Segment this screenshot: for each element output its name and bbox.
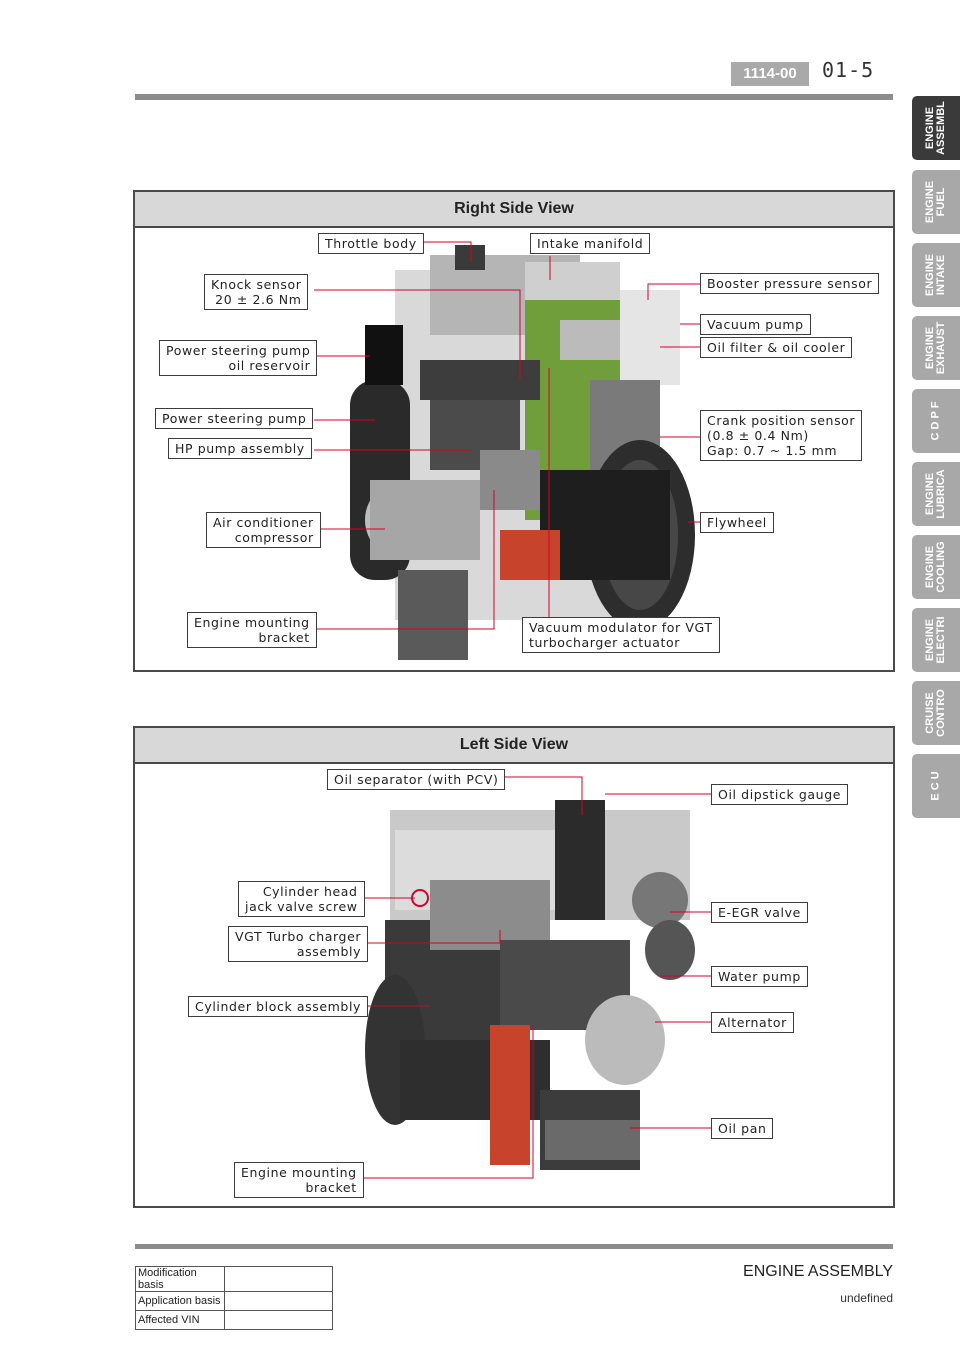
label-oil-dipstick-gauge: Oil dipstick gauge	[711, 784, 849, 805]
label-e-egr-valve: E-EGR valve	[711, 902, 808, 923]
label-booster-pressure-sensor: Booster pressure sensor	[700, 273, 880, 294]
left-view-leader-lines	[356, 776, 711, 1179]
label-power-steering-pump: Power steering pump	[155, 408, 314, 429]
panel-title: Left Side View	[135, 728, 893, 764]
footer-section-title: ENGINE ASSEMBLY	[743, 1263, 893, 1280]
table-row: Application basis	[135, 1291, 333, 1311]
label-vgt-turbo-charger: VGT Turbo charger assembly	[228, 926, 369, 962]
table-row: Modification basis	[135, 1266, 333, 1292]
label-intake-manifold: Intake manifold	[530, 233, 651, 254]
label-hp-pump-assembly: HP pump assembly	[168, 438, 312, 459]
table-key: Modification basis	[135, 1266, 225, 1292]
side-tab-cruise-control[interactable]: CRUISE CONTRO	[912, 681, 960, 745]
label-throttle-body: Throttle body	[318, 233, 424, 254]
label-knock-sensor: Knock sensor 20 ± 2.6 Nm	[204, 274, 309, 310]
label-oil-separator: Oil separator (with PCV)	[327, 769, 506, 790]
side-tab-engine-fuel[interactable]: ENGINE FUEL	[912, 170, 960, 234]
section-code-badge: 1114-00	[731, 62, 809, 86]
footer-rule	[135, 1244, 893, 1249]
table-value	[224, 1310, 333, 1330]
label-oil-filter-cooler: Oil filter & oil cooler	[700, 337, 853, 358]
side-tab-engine-assembly[interactable]: ENGINE ASSEMBL	[912, 96, 960, 160]
label-engine-mounting-bracket-left: Engine mounting bracket	[234, 1162, 364, 1198]
side-tab-engine-intake[interactable]: ENGINE INTAKE	[912, 243, 960, 307]
table-value	[224, 1291, 333, 1311]
panel-title: Right Side View	[135, 192, 893, 228]
side-tab-engine-electrical[interactable]: ENGINE ELECTRI	[912, 608, 960, 672]
label-cylinder-block-assembly: Cylinder block assembly	[188, 996, 369, 1017]
right-view-leader-lines	[314, 241, 703, 630]
label-engine-mounting-bracket-right: Engine mounting bracket	[187, 612, 317, 648]
engine-photo-left	[365, 800, 695, 1170]
side-tab-engine-lubrication[interactable]: ENGINE LUBRICA	[912, 462, 960, 526]
label-oil-pan: Oil pan	[711, 1118, 774, 1139]
header-rule	[135, 94, 893, 100]
label-water-pump: Water pump	[711, 966, 808, 987]
table-key: Affected VIN	[135, 1310, 225, 1330]
label-air-conditioner-compressor: Air conditioner compressor	[206, 512, 321, 548]
label-flywheel: Flywheel	[700, 512, 774, 533]
engine-photo-right	[350, 245, 695, 660]
table-value	[224, 1266, 333, 1292]
label-crank-position-sensor: Crank position sensor (0.8 ± 0.4 Nm) Gap…	[700, 410, 863, 461]
modification-table: Modification basis Application basis Aff…	[135, 1266, 333, 1330]
jack-valve-marker	[411, 889, 429, 907]
page-number: 01-5	[822, 58, 875, 82]
label-power-steering-reservoir: Power steering pump oil reservoir	[159, 340, 318, 376]
label-vacuum-modulator: Vacuum modulator for VGT turbocharger ac…	[522, 617, 720, 653]
label-alternator: Alternator	[711, 1012, 794, 1033]
table-key: Application basis	[135, 1291, 225, 1311]
side-tab-ecu[interactable]: E C U	[912, 754, 960, 818]
footer-subtitle: undefined	[840, 1291, 893, 1305]
side-tab-engine-cooling[interactable]: ENGINE COOLING	[912, 535, 960, 599]
side-tab-cdpf[interactable]: C D P F	[912, 389, 960, 453]
table-row: Affected VIN	[135, 1310, 333, 1330]
label-vacuum-pump: Vacuum pump	[700, 314, 811, 335]
side-tab-engine-exhaust[interactable]: ENGINE EXHAUST	[912, 316, 960, 380]
label-cylinder-head-jack-valve-screw: Cylinder head jack valve screw	[238, 881, 365, 917]
